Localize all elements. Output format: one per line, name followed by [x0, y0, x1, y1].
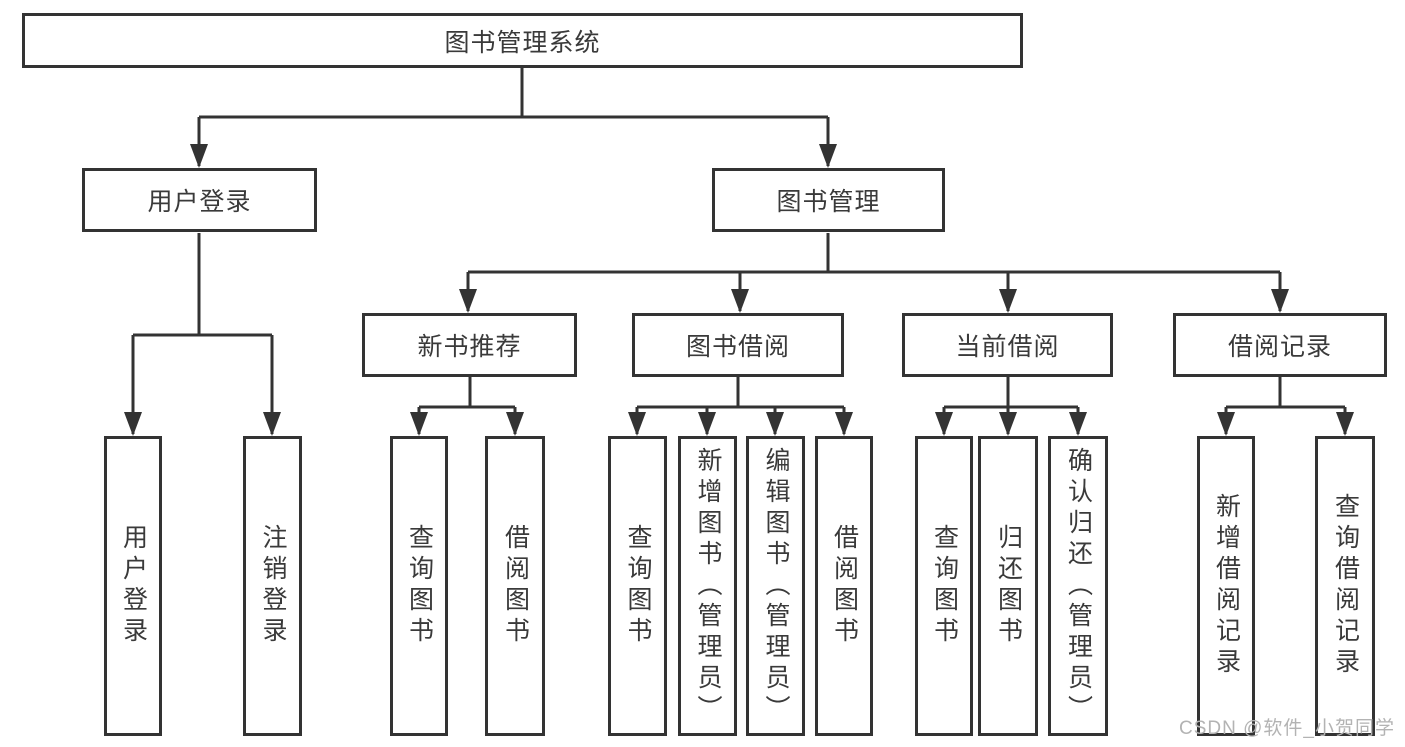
arrowheads [124, 144, 1354, 436]
node-book-management: 图书管理 [712, 168, 945, 232]
node-book-borrow-label: 图书借阅 [685, 333, 790, 361]
leaf-newbooks-query-books: 查询图书 [390, 436, 448, 736]
leaf-borrow-add-books-admin-label: 新增图书（管理员） [694, 446, 722, 726]
leaf-current-confirm-return-admin-label: 确认归还（管理员） [1064, 446, 1093, 726]
node-book-management-label: 图书管理 [776, 188, 881, 216]
node-book-borrow: 图书借阅 [632, 313, 844, 377]
leaf-logout-label: 注销登录 [259, 524, 287, 648]
leaf-borrow-query-books: 查询图书 [608, 436, 667, 736]
leaf-newbooks-borrow-books-label: 借阅图书 [501, 524, 530, 648]
leaf-borrow-borrow-books-label: 借阅图书 [830, 524, 859, 648]
leaf-records-query-record: 查询借阅记录 [1315, 436, 1375, 736]
node-new-book-recommend: 新书推荐 [362, 313, 577, 377]
leaf-current-query-books: 查询图书 [915, 436, 973, 736]
leaf-current-return-books-label: 归还图书 [994, 524, 1023, 648]
leaf-records-add-record-label: 新增借阅记录 [1212, 493, 1241, 679]
leaf-newbooks-query-books-label: 查询图书 [405, 524, 434, 648]
leaf-logout: 注销登录 [243, 436, 302, 736]
node-root-system: 图书管理系统 [22, 13, 1023, 68]
node-new-book-recommend-label: 新书推荐 [417, 333, 522, 361]
leaf-borrow-query-books-label: 查询图书 [624, 524, 652, 648]
leaf-user-login-label: 用户登录 [119, 524, 148, 648]
leaf-records-add-record: 新增借阅记录 [1197, 436, 1255, 736]
leaf-current-query-books-label: 查询图书 [930, 524, 959, 648]
connector-paths [131, 68, 1347, 434]
leaf-user-login: 用户登录 [104, 436, 162, 736]
node-current-borrow: 当前借阅 [902, 313, 1113, 377]
node-borrow-records: 借阅记录 [1173, 313, 1387, 377]
node-root-label: 图书管理系统 [444, 28, 601, 57]
leaf-newbooks-borrow-books: 借阅图书 [485, 436, 545, 736]
node-current-borrow-label: 当前借阅 [955, 333, 1060, 361]
leaf-current-return-books: 归还图书 [978, 436, 1038, 736]
leaf-borrow-borrow-books: 借阅图书 [815, 436, 873, 736]
node-user-login-label: 用户登录 [147, 188, 252, 216]
leaf-records-query-record-label: 查询借阅记录 [1331, 493, 1360, 679]
csdn-watermark: CSDN @软件_小贺同学 [1179, 718, 1395, 739]
leaf-borrow-edit-books-admin-label: 编辑图书（管理员） [762, 446, 790, 726]
node-user-login: 用户登录 [82, 168, 317, 232]
leaf-borrow-add-books-admin: 新增图书（管理员） [678, 436, 737, 736]
leaf-borrow-edit-books-admin: 编辑图书（管理员） [746, 436, 805, 736]
leaf-current-confirm-return-admin: 确认归还（管理员） [1048, 436, 1108, 736]
node-borrow-records-label: 借阅记录 [1227, 333, 1332, 361]
